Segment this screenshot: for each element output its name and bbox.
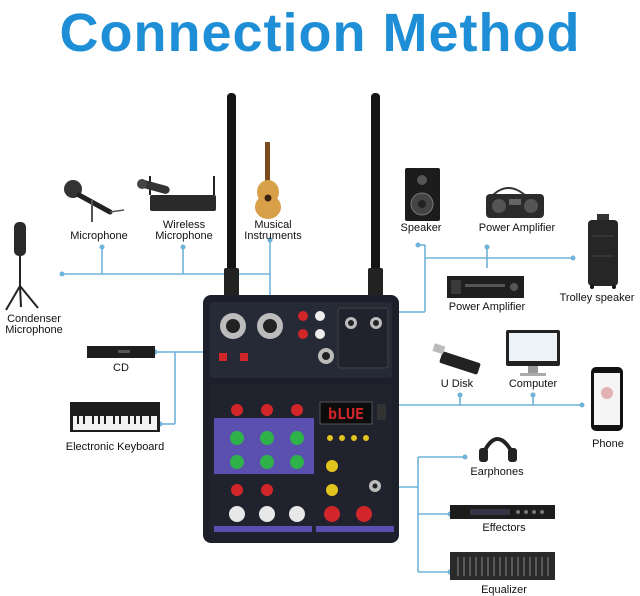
- mixer-device: bLUE: [203, 93, 399, 543]
- led-display: [319, 401, 373, 425]
- label-wireless-microphone-2: Microphone: [155, 230, 213, 242]
- page-title: Connection Method: [59, 3, 581, 63]
- microphone-icon: [64, 180, 125, 222]
- power-amplifier-icon: [447, 276, 524, 298]
- headphones-icon: [479, 437, 517, 462]
- u-disk-icon: [432, 343, 481, 375]
- label-equalizer: Equalizer: [481, 584, 527, 596]
- label-condenser-microphone-2: Microphone: [5, 324, 63, 336]
- wireless-microphone-icon: [137, 176, 216, 211]
- effectors-icon: [450, 505, 555, 519]
- antenna-left: [227, 93, 236, 298]
- label-condenser-microphone-1: Condenser: [7, 313, 61, 325]
- computer-icon: [506, 330, 560, 376]
- label-wireless-microphone-1: Wireless: [162, 219, 206, 231]
- speaker-icon: [405, 168, 440, 221]
- label-musical-instruments-1: Musical: [254, 219, 292, 231]
- label-trolley-speaker: Trolley speaker: [559, 292, 635, 304]
- label-power-amplifier-mid: Power Amplifier: [448, 301, 526, 313]
- condenser-microphone-icon: [5, 222, 39, 311]
- label-computer: Computer: [508, 378, 558, 390]
- guitar-icon: [255, 142, 281, 219]
- label-cd: CD: [113, 362, 129, 374]
- phone-icon: [591, 367, 623, 431]
- label-electronic-keyboard: Electronic Keyboard: [65, 441, 165, 453]
- label-phone: Phone: [592, 438, 624, 450]
- boombox-icon: [486, 187, 544, 218]
- label-power-amplifier-top: Power Amplifier: [478, 222, 556, 234]
- antenna-right: [371, 93, 380, 298]
- label-u-disk: U Disk: [440, 378, 474, 390]
- label-musical-instruments-2: Instruments: [244, 230, 302, 242]
- label-speaker: Speaker: [400, 222, 442, 234]
- label-earphones: Earphones: [470, 466, 524, 478]
- cd-player-icon: [87, 346, 155, 358]
- led-display-text: bLUE: [328, 405, 364, 423]
- trolley-speaker-icon: [588, 214, 618, 289]
- electronic-keyboard-icon: [70, 402, 160, 432]
- equalizer-icon: [450, 552, 555, 580]
- label-microphone: Microphone: [70, 230, 128, 242]
- label-effectors: Effectors: [482, 522, 526, 534]
